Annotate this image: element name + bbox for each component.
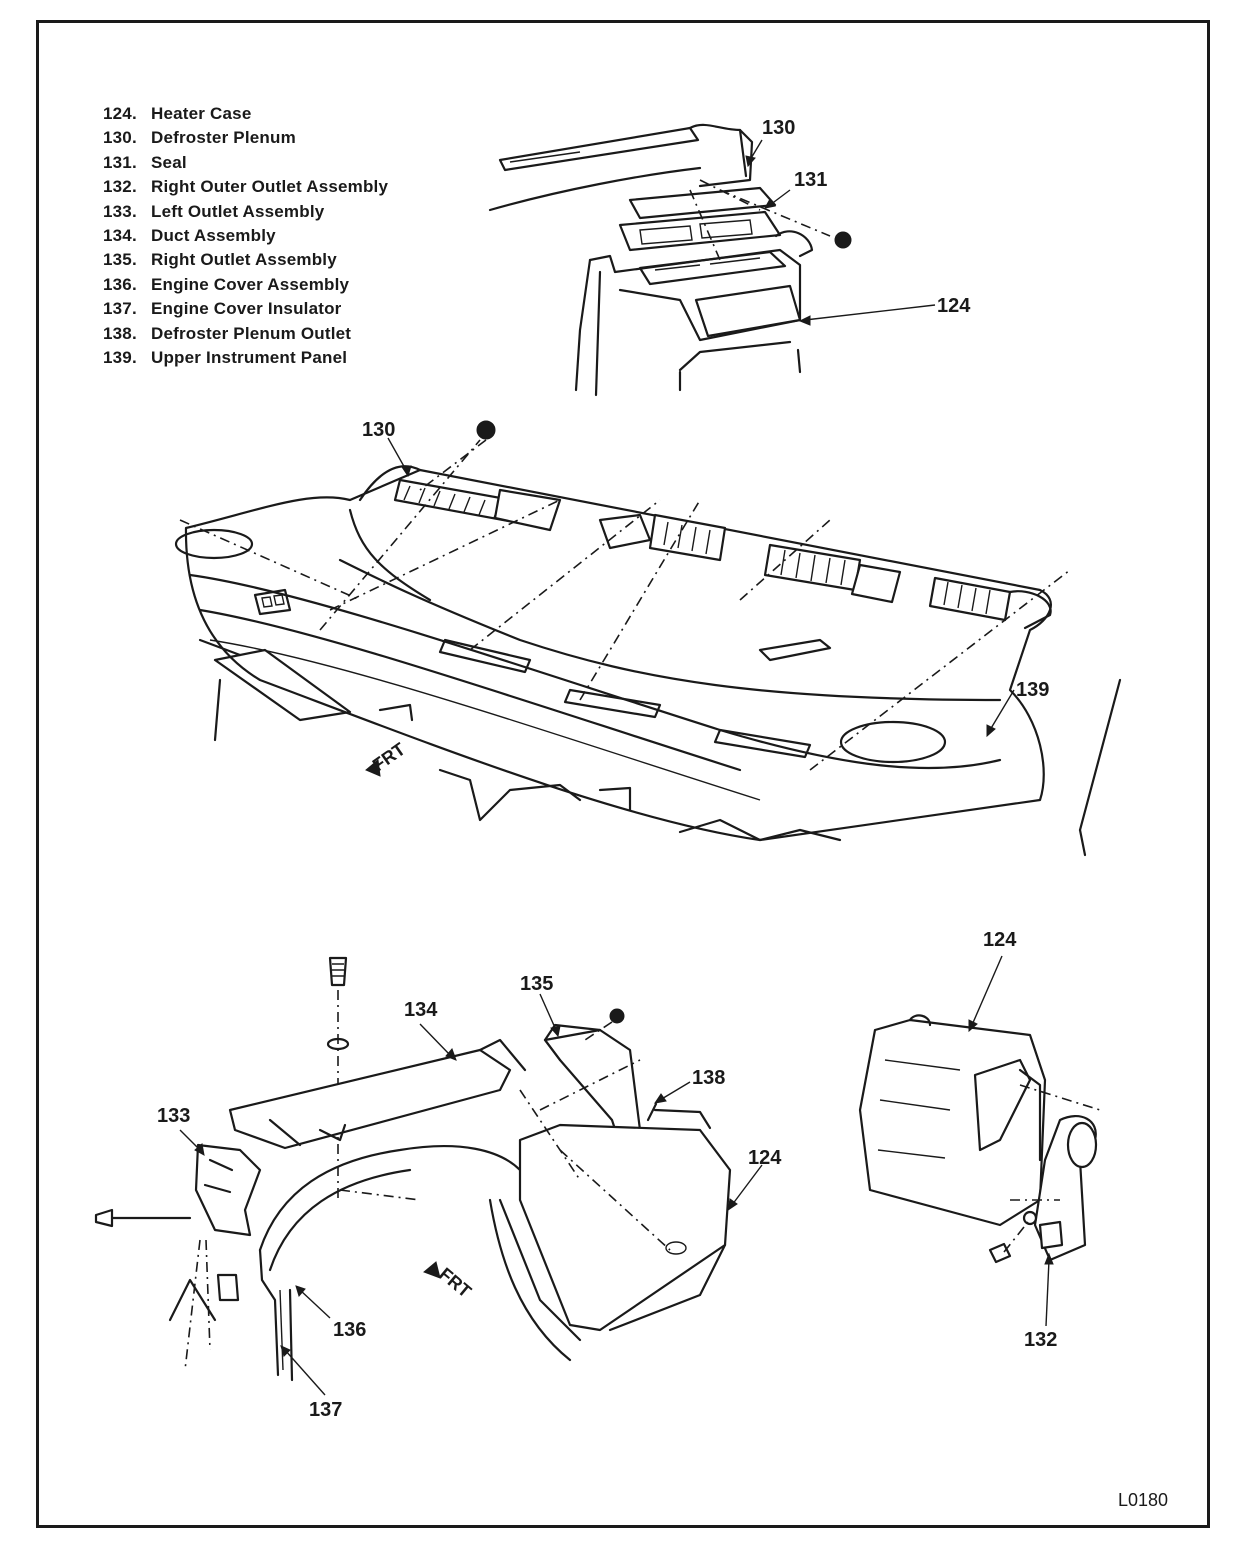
legend-item: 137.Engine Cover Insulator [103,299,342,319]
callout-137: 137 [309,1399,342,1421]
callout-130-top: 130 [762,117,795,139]
legend-item: 130.Defroster Plenum [103,128,296,148]
legend-item: 124.Heater Case [103,104,252,123]
legend-item: 133.Left Outlet Assembly [103,201,325,221]
callout-124-bot: 124 [748,1147,782,1169]
legend-item: 139.Upper Instrument Panel [103,348,348,368]
legend-item: 131.Seal [103,152,187,172]
callout-132: 132 [1024,1329,1057,1351]
callout-139: 139 [1016,679,1049,701]
callout-136: 136 [333,1319,366,1341]
callout-134: 134 [404,999,438,1021]
front-direction-arrow: FRT [423,1261,475,1302]
top-detail-view: 130 131 124 [488,117,971,397]
callout-124-right: 124 [983,929,1017,951]
instrument-panel-view: 130 139 FRT [174,419,1122,857]
legend-item: 138.Defroster Plenum Outlet [103,323,352,343]
callout-138: 138 [692,1067,725,1089]
callout-130-mid: 130 [362,419,395,441]
frt-label-bottom: FRT [435,1264,475,1302]
legend-item: 135.Right Outlet Assembly [103,250,337,270]
callout-124-top: 124 [937,295,971,317]
front-direction-arrow: FRT [365,739,409,777]
legend-item: 132.Right Outer Outlet Assembly [103,177,389,197]
right-detail-view: 124 132 [858,929,1101,1351]
callout-133: 133 [157,1105,190,1127]
parts-legend: 124.Heater Case 130.Defroster Plenum 131… [103,102,388,370]
callout-131: 131 [794,169,827,191]
callout-135: 135 [520,973,553,995]
bottom-detail-view: 134 135 138 124 133 136 137 FRT [94,956,782,1421]
legend-item: 134.Duct Assembly [103,226,276,246]
figure-code: L0180 [1118,1490,1169,1510]
legend-item: 136.Engine Cover Assembly [103,274,350,294]
